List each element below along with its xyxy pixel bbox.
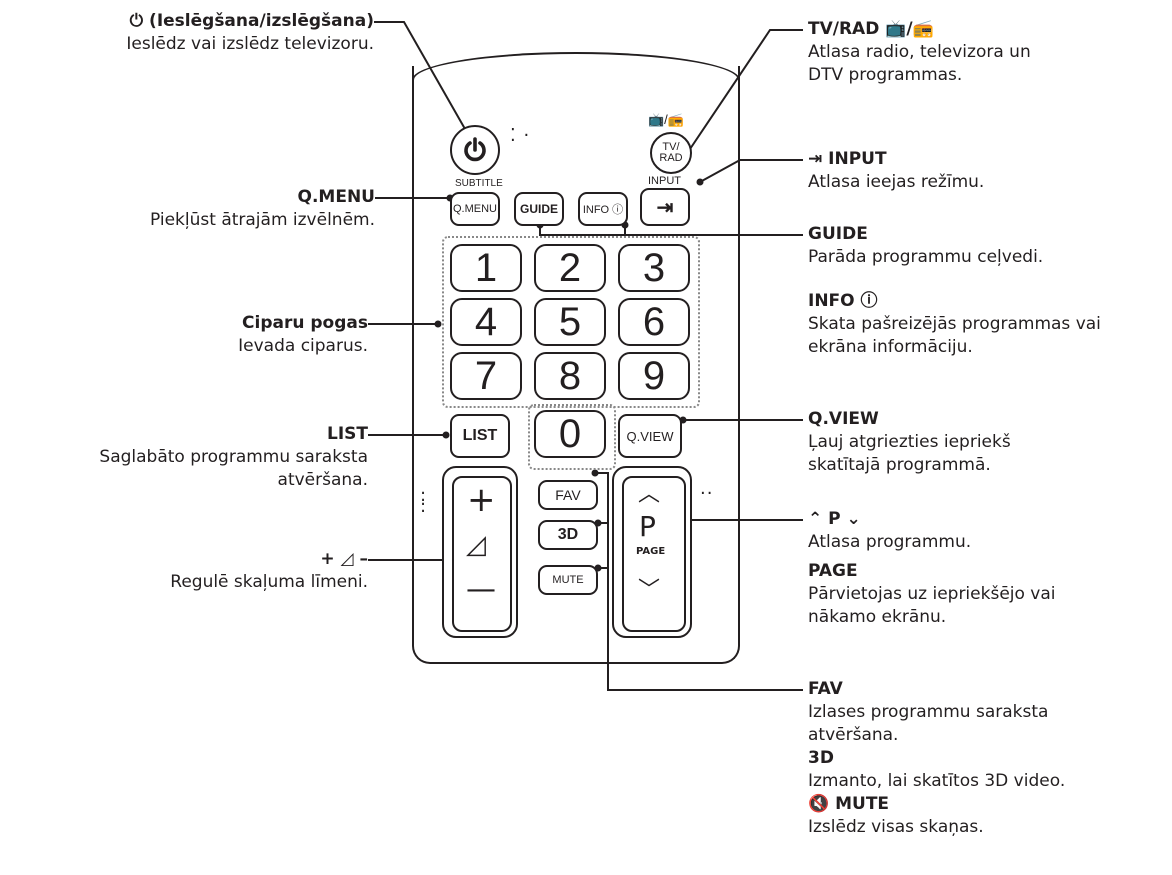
tvrad-icon-small: 📺/📻	[885, 19, 934, 39]
tvrad-label: TV/RAD 📺/📻 Atlasa radio, televizora un D…	[808, 19, 1031, 85]
fav-button[interactable]: FAV	[538, 480, 598, 510]
info-button[interactable]: INFO ⓘ	[578, 192, 628, 226]
digit-5-button[interactable]: 5	[534, 298, 606, 346]
numbers-label: Ciparu pogas Ievada ciparus.	[238, 313, 368, 356]
input-button[interactable]: ⇥	[640, 188, 690, 226]
chevron-up-icon: ︿	[638, 482, 661, 507]
tvrad-leader	[687, 29, 803, 153]
channel-dots: ··	[700, 483, 714, 504]
volume-plus: +	[467, 480, 496, 520]
volume-label: + ◿ – Regulē skaļuma līmeni.	[170, 549, 368, 592]
digit-8-button[interactable]: 8	[534, 352, 606, 400]
power-label: ⏻ (Ieslēgšana/izslēgšana) Ieslēdz vai iz…	[126, 11, 374, 54]
input-label: ⇥ INPUT Atlasa ieejas režīmu.	[808, 149, 985, 192]
page-label: PAGE	[636, 546, 666, 557]
input-icon: ⇥	[656, 196, 674, 219]
volume-rocker[interactable]	[442, 466, 518, 638]
digit-7-button[interactable]: 7	[450, 352, 522, 400]
qview-button[interactable]: Q.VIEW	[618, 414, 682, 458]
qmenu-label: Q.MENU Piekļūst ātrajām izvēlnēm.	[149, 187, 375, 230]
chevron-down-icon: ﹀	[638, 578, 661, 603]
threed-button[interactable]: 3D	[538, 520, 598, 550]
power-button[interactable]	[450, 125, 500, 175]
digit-1-button[interactable]: 1	[450, 244, 522, 292]
input-caption: INPUT	[648, 175, 681, 187]
tvrad-icon: 📺/📻	[648, 112, 684, 127]
power-leader	[374, 21, 478, 151]
input-icon-small: ⇥	[808, 149, 829, 169]
digit-6-button[interactable]: 6	[618, 298, 690, 346]
info-label: INFO ⓘ Skata pašreizējās programmas vai …	[808, 291, 1101, 357]
subtitle-caption: SUBTITLE	[455, 178, 503, 189]
numpad-area	[442, 236, 700, 408]
digit-9-button[interactable]: 9	[618, 352, 690, 400]
remote-control	[411, 52, 740, 664]
guide-label: GUIDE Parāda programmu ceļvedi.	[808, 224, 1044, 267]
fav-leader	[595, 472, 803, 691]
digit-4-button[interactable]: 4	[450, 298, 522, 346]
channel-rocker[interactable]	[612, 466, 692, 638]
volume-icon: ◿	[466, 530, 486, 560]
p-label: P	[639, 510, 656, 543]
list-button[interactable]: LIST	[450, 414, 510, 458]
tvrad-button[interactable]: TV/ RAD	[650, 132, 692, 174]
p-channel-label: ⌃ P ⌄ Atlasa programmu. PAGE Pārvietojas…	[808, 509, 1056, 627]
braille-dots: ⁚ ·	[510, 125, 531, 146]
zero-area	[528, 404, 616, 470]
power-icon	[464, 137, 486, 162]
list-label: LIST Saglabāto programmu saraksta atvērš…	[99, 424, 368, 490]
digit-3-button[interactable]: 3	[618, 244, 690, 292]
digit-2-button[interactable]: 2	[534, 244, 606, 292]
digit-0-button[interactable]: 0	[534, 410, 606, 458]
input-leader	[699, 159, 803, 183]
mute-button[interactable]: MUTE	[538, 565, 598, 595]
volume-dots: ::	[420, 485, 428, 517]
mute-icon-small: 🔇	[808, 794, 836, 814]
fav-3d-mute-label: FAV Izlases programmu saraksta atvēršana…	[808, 679, 1066, 837]
volume-minus: —	[466, 572, 496, 607]
qmenu-button[interactable]: Q.MENU	[450, 192, 500, 226]
power-icon-small: ⏻	[129, 11, 150, 31]
guide-button[interactable]: GUIDE	[514, 192, 564, 226]
qview-label: Q.VIEW Ļauj atgriezties iepriekš skatīta…	[808, 409, 1011, 475]
